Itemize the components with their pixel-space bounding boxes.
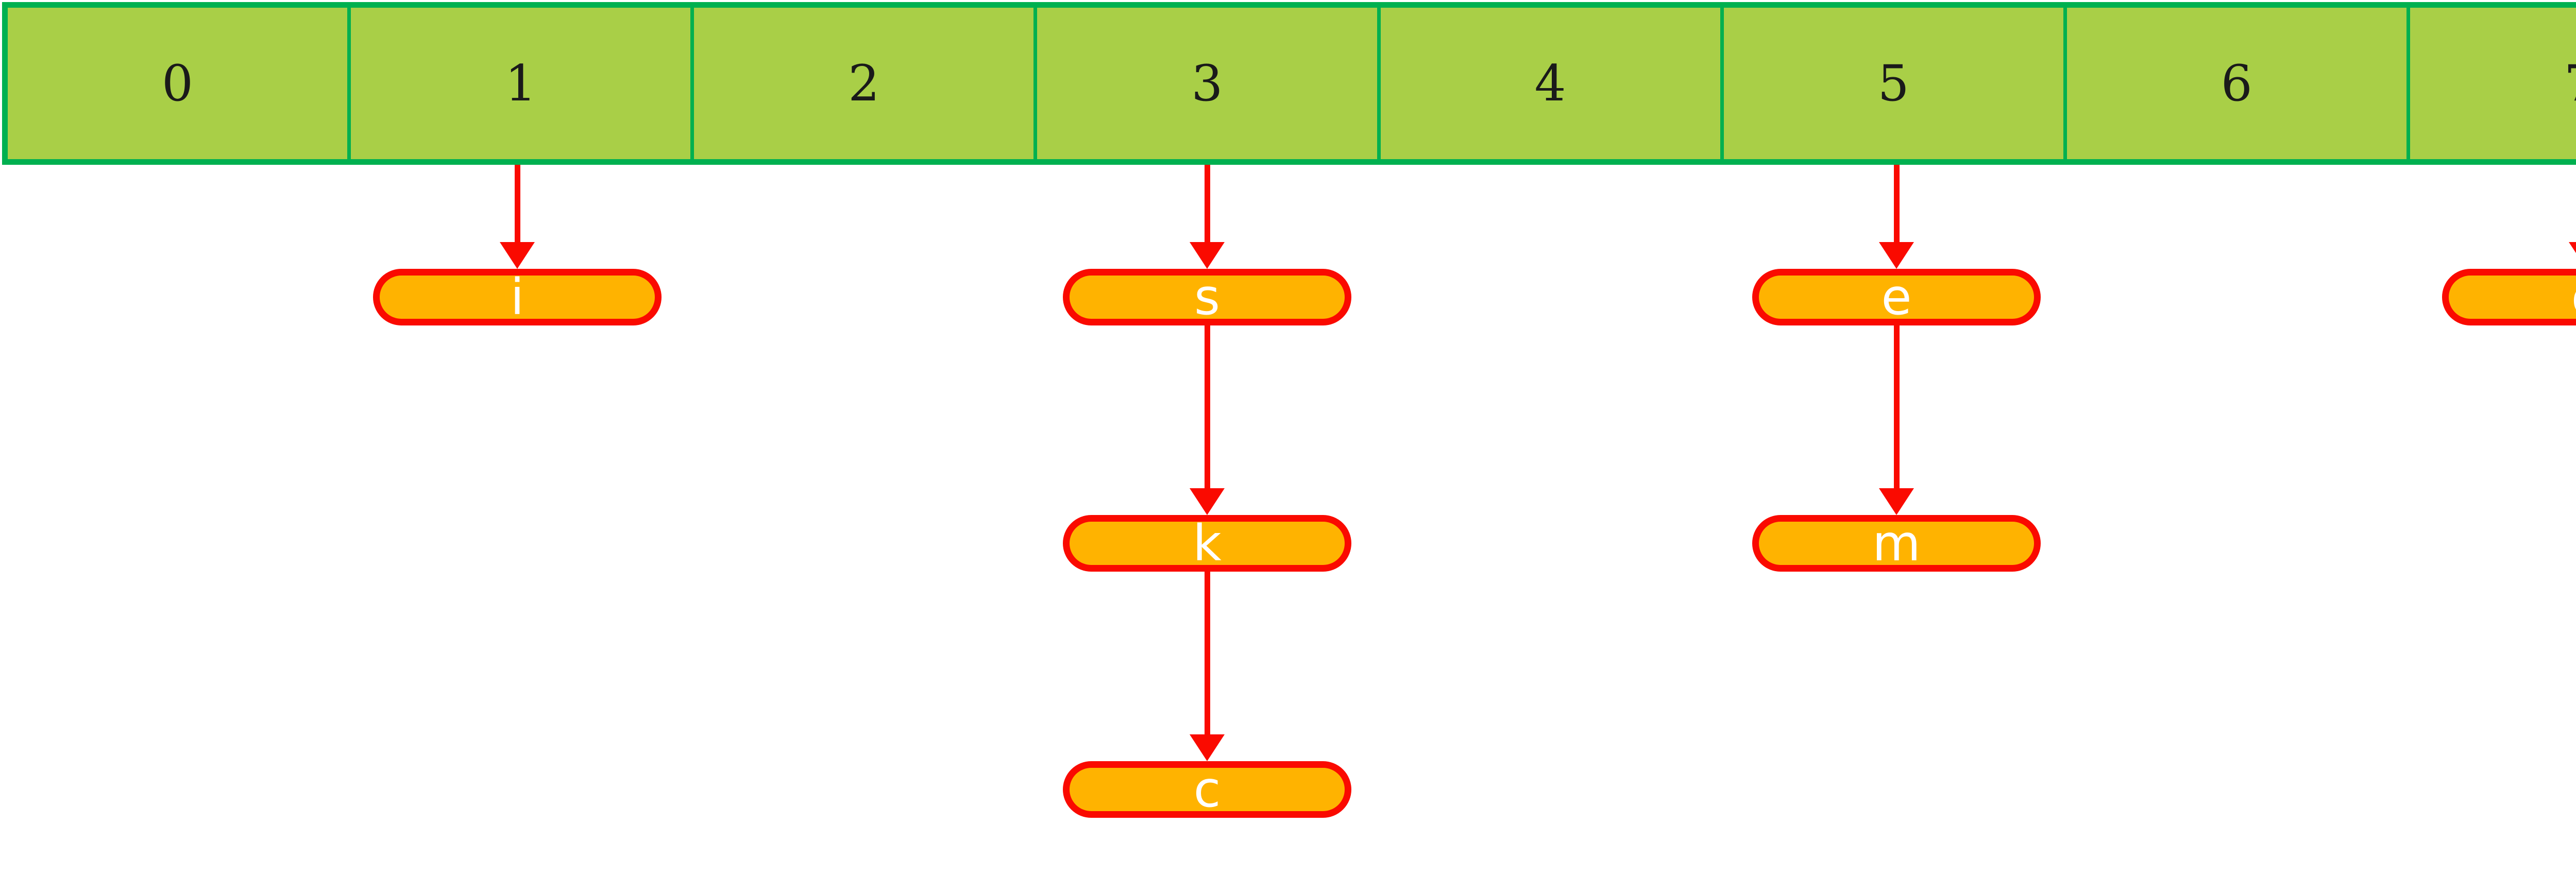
bucket-cell-2[interactable]: 2 bbox=[694, 8, 1038, 159]
bucket-cell-0[interactable]: 0 bbox=[8, 8, 351, 159]
bucket-index-label: 1 bbox=[505, 55, 537, 112]
bucket-cell-1[interactable]: 1 bbox=[351, 8, 694, 159]
arrow-head bbox=[500, 242, 535, 269]
arrow-stem bbox=[1204, 325, 1210, 488]
chain-node-label: e bbox=[1881, 268, 1912, 326]
bucket-index-label: 3 bbox=[1191, 55, 1223, 112]
bucket-index-label: 0 bbox=[162, 55, 194, 112]
bucket-index-label: 5 bbox=[1877, 55, 1909, 112]
arrow-head bbox=[1879, 242, 1914, 269]
bucket-index-label: 7 bbox=[2564, 59, 2576, 108]
bucket-cell-4[interactable]: 4 bbox=[1380, 8, 1724, 159]
chain-node-k[interactable]: k bbox=[1063, 515, 1351, 572]
arrow-head bbox=[1190, 242, 1225, 269]
bucket-index-label: 6 bbox=[2221, 55, 2252, 112]
arrow-stem bbox=[514, 165, 520, 242]
arrow-head bbox=[1190, 734, 1225, 761]
bucket-cell-6[interactable]: 6 bbox=[2066, 8, 2410, 159]
chain-node-label: k bbox=[1193, 514, 1222, 572]
arrow-stem bbox=[1893, 165, 1900, 242]
chain-node-o[interactable]: o bbox=[2442, 269, 2576, 325]
arrow-node-k-to-node-c bbox=[1190, 572, 1225, 761]
chain-node-label: c bbox=[1193, 761, 1221, 818]
bucket-index-label: 2 bbox=[848, 55, 880, 112]
chain-node-s[interactable]: s bbox=[1063, 269, 1351, 325]
arrow-bucket-3-to-node-s bbox=[1190, 165, 1225, 269]
chain-node-label: m bbox=[1872, 514, 1921, 572]
arrow-head bbox=[1190, 488, 1225, 515]
hash-bucket-array: 0 1 2 3 4 5 6 7 bbox=[2, 2, 2576, 165]
chain-node-label: o bbox=[2571, 272, 2576, 322]
bucket-index-label: 4 bbox=[1534, 55, 1566, 112]
bucket-cell-3[interactable]: 3 bbox=[1037, 8, 1381, 159]
chain-node-c[interactable]: c bbox=[1063, 761, 1351, 818]
arrow-node-s-to-node-k bbox=[1190, 325, 1225, 515]
arrow-stem bbox=[1204, 165, 1210, 242]
chain-node-label: i bbox=[510, 268, 524, 326]
arrow-bucket-5-to-node-e bbox=[1879, 165, 1914, 269]
arrow-bucket-7-to-node-o bbox=[2569, 165, 2576, 269]
arrow-bucket-1-to-node-i bbox=[500, 165, 535, 269]
bucket-cell-7[interactable]: 7 bbox=[2410, 8, 2576, 159]
chain-node-i[interactable]: i bbox=[373, 269, 662, 325]
arrow-stem bbox=[1204, 572, 1210, 734]
arrow-node-e-to-node-m bbox=[1879, 325, 1914, 515]
chain-node-m[interactable]: m bbox=[1752, 515, 2041, 572]
arrow-stem bbox=[1893, 325, 1900, 488]
arrow-head bbox=[1879, 488, 1914, 515]
chain-node-e[interactable]: e bbox=[1752, 269, 2041, 325]
arrow-head bbox=[2569, 242, 2576, 269]
bucket-cell-5[interactable]: 5 bbox=[1723, 8, 2067, 159]
chain-node-label: s bbox=[1194, 268, 1220, 326]
